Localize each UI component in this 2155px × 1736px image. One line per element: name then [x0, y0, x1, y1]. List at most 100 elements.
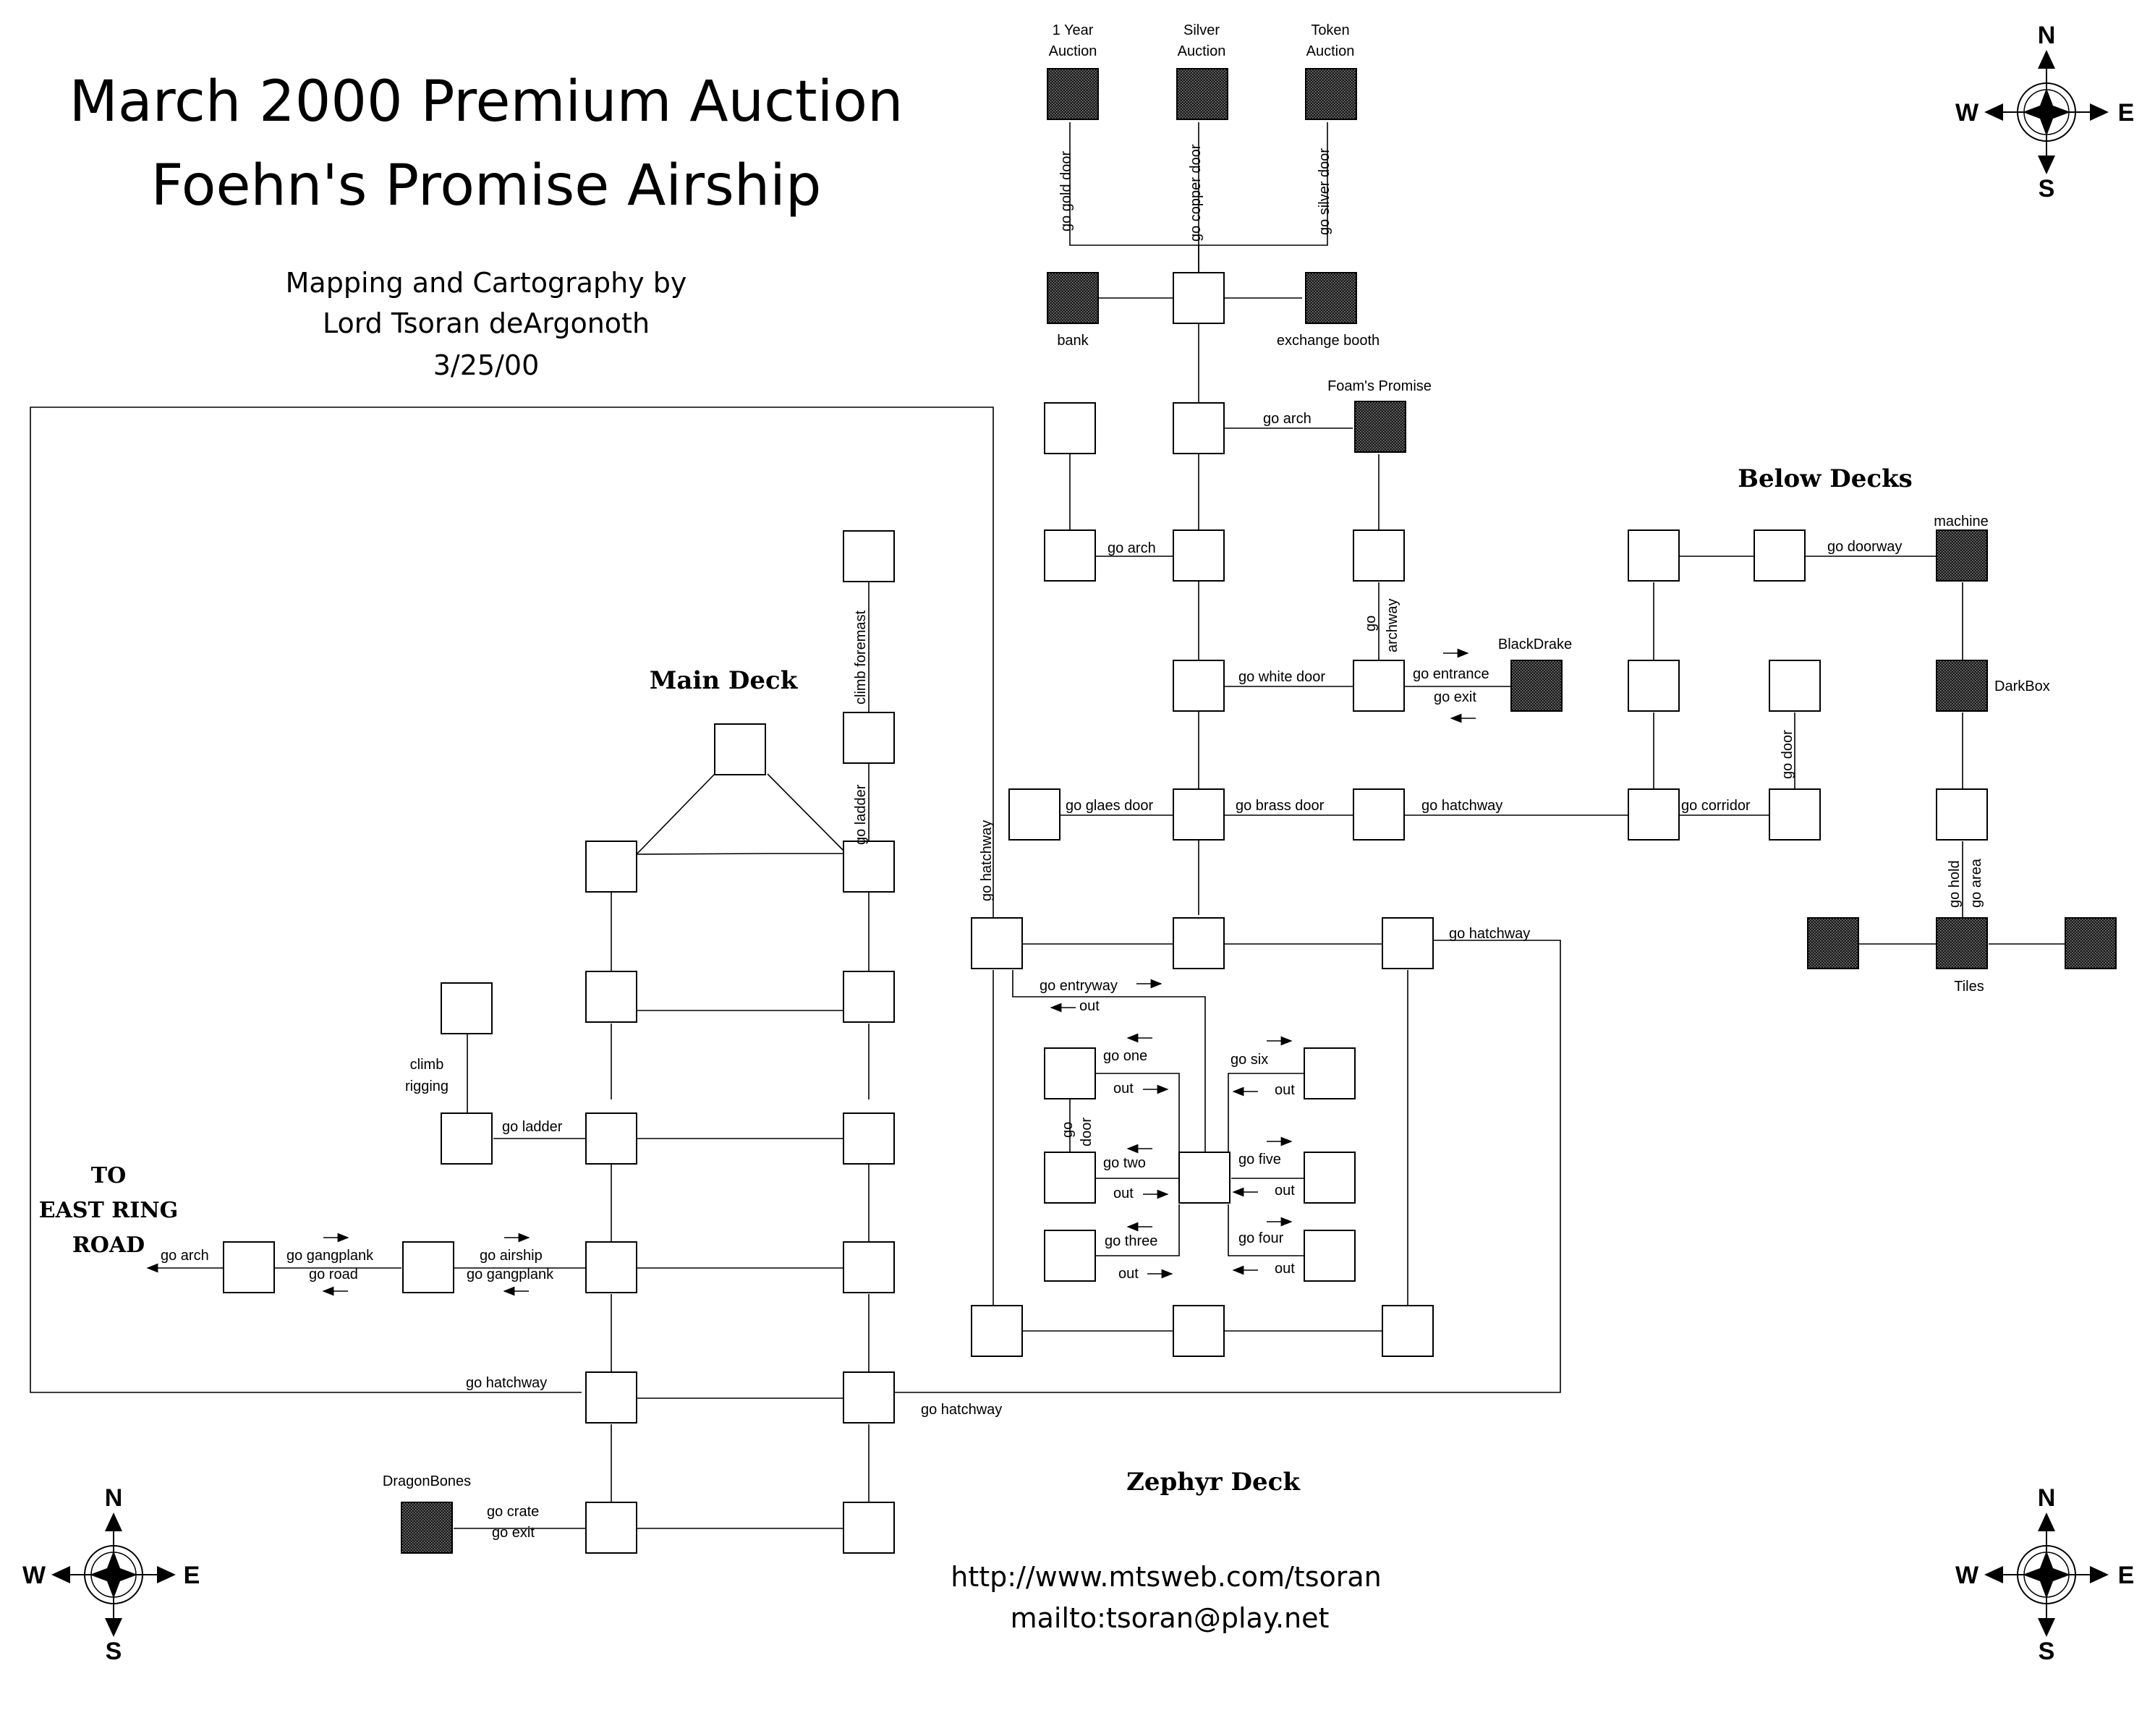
svg-text:go arch: go arch	[1108, 540, 1156, 556]
room-three[interactable]	[1044, 1230, 1096, 1282]
room-zephyr-center[interactable]	[1178, 1152, 1230, 1204]
svg-text:go arch: go arch	[161, 1248, 209, 1264]
room-zephyr-n[interactable]	[1173, 917, 1225, 969]
room-zephyr-se[interactable]	[1382, 1305, 1434, 1357]
room-glaes-door[interactable]	[1008, 788, 1061, 841]
room-silver-auction[interactable]	[1176, 68, 1228, 120]
room-tiles-east[interactable]	[2065, 917, 2117, 969]
room-main-a5[interactable]	[585, 1371, 637, 1424]
room-blackdrake[interactable]	[1510, 660, 1563, 712]
room-six[interactable]	[1304, 1047, 1356, 1099]
room-tiles[interactable]	[1936, 917, 1988, 969]
svg-text:go white door: go white door	[1238, 669, 1325, 685]
room-zephyr-s[interactable]	[1173, 1305, 1225, 1357]
exit-east-ring-road: TO EAST RING ROAD	[39, 1163, 179, 1258]
room-below-door[interactable]	[1769, 660, 1821, 712]
room-archway[interactable]	[1353, 529, 1405, 582]
room-token-auction[interactable]	[1305, 68, 1357, 120]
room-foremast[interactable]	[843, 712, 895, 764]
room-white-door[interactable]	[1173, 660, 1225, 712]
svg-text:go gold door: go gold door	[1058, 150, 1074, 231]
room-ladder[interactable]	[441, 1112, 493, 1165]
room-nw-corner[interactable]	[1044, 402, 1096, 454]
room-bow[interactable]	[714, 723, 766, 775]
room-brass-door[interactable]	[1353, 788, 1405, 841]
room-1-year-auction[interactable]	[1047, 68, 1099, 120]
svg-text:Foam's Promise: Foam's Promise	[1327, 378, 1432, 394]
room-main-a6[interactable]	[585, 1502, 637, 1554]
svg-text:climb foremast: climb foremast	[853, 610, 869, 705]
room-brass-hub[interactable]	[1173, 788, 1225, 841]
svg-text:out: out	[1113, 1186, 1134, 1201]
room-foremast-top[interactable]	[843, 530, 895, 582]
svg-text:TO: TO	[91, 1163, 126, 1188]
room-four[interactable]	[1304, 1230, 1356, 1282]
svg-text:door: door	[1079, 1118, 1094, 1146]
svg-text:bank: bank	[1057, 333, 1089, 349]
svg-text:N: N	[2038, 1484, 2056, 1512]
room-exchange-booth[interactable]	[1305, 272, 1357, 324]
room-below-mid[interactable]	[1628, 660, 1680, 712]
direction-arrows	[322, 648, 1476, 1296]
room-hold[interactable]	[1936, 788, 1988, 841]
deck-label-below: Below Decks	[1738, 464, 1913, 493]
room-hatchway-below[interactable]	[1628, 788, 1680, 841]
room-machine[interactable]	[1936, 529, 1988, 582]
room-bank[interactable]	[1047, 272, 1099, 324]
room-main-a4[interactable]	[585, 1241, 637, 1293]
room-dock[interactable]	[223, 1241, 275, 1293]
room-main-b3[interactable]	[843, 1112, 895, 1165]
room-two[interactable]	[1044, 1152, 1096, 1204]
svg-text:out: out	[1113, 1081, 1134, 1097]
svg-text:climb: climb	[410, 1057, 444, 1073]
room-rigging[interactable]	[441, 982, 493, 1034]
room-arch-foam[interactable]	[1173, 402, 1225, 454]
room-below-nw[interactable]	[1628, 529, 1680, 582]
svg-text:go hatchway: go hatchway	[1449, 926, 1530, 942]
svg-text:out: out	[1118, 1266, 1139, 1282]
svg-text:go brass door: go brass door	[1236, 798, 1325, 814]
room-zephyr-nw[interactable]	[971, 917, 1023, 969]
room-five[interactable]	[1304, 1152, 1356, 1204]
room-main-a3[interactable]	[585, 1112, 637, 1165]
room-tiles-west[interactable]	[1807, 917, 1859, 969]
svg-text:go hatchway: go hatchway	[979, 820, 995, 901]
room-main-b1[interactable]	[843, 841, 895, 893]
room-darkbox[interactable]	[1936, 660, 1988, 712]
room-hub-auction[interactable]	[1173, 272, 1225, 324]
map-title-line1: March 2000 Premium Auction	[69, 69, 904, 135]
svg-text:go glaes door: go glaes door	[1066, 798, 1154, 814]
room-gangplank[interactable]	[402, 1241, 454, 1293]
svg-text:DragonBones: DragonBones	[383, 1473, 471, 1489]
room-entrance[interactable]	[1353, 660, 1405, 712]
room-zephyr-sw[interactable]	[971, 1305, 1023, 1357]
room-doorway[interactable]	[1754, 529, 1806, 582]
deck-label-main: Main Deck	[650, 666, 799, 695]
room-main-b2[interactable]	[843, 971, 895, 1023]
room-arch-west[interactable]	[1044, 529, 1096, 582]
svg-text:Tiles: Tiles	[1954, 979, 1984, 995]
svg-text:go hatchway: go hatchway	[921, 1402, 1002, 1418]
room-corridor[interactable]	[1769, 788, 1821, 841]
svg-text:out: out	[1275, 1082, 1295, 1098]
svg-text:EAST RING: EAST RING	[39, 1198, 179, 1223]
room-one[interactable]	[1044, 1047, 1096, 1099]
svg-text:go six: go six	[1230, 1052, 1268, 1068]
room-zephyr-ne[interactable]	[1382, 917, 1434, 969]
room-arch-hub[interactable]	[1173, 529, 1225, 582]
svg-text:go ladder: go ladder	[853, 784, 869, 845]
email-link[interactable]: mailto:tsoran@play.net	[1011, 1602, 1330, 1634]
room-foams-promise[interactable]	[1354, 401, 1406, 453]
room-main-b5[interactable]	[843, 1371, 895, 1424]
compass-rose-bottom-right-icon: N S W E	[1955, 1484, 2134, 1665]
deck-label-zephyr: Zephyr Deck	[1126, 1468, 1301, 1497]
room-dragonbones[interactable]	[401, 1502, 453, 1554]
website-link[interactable]: http://www.mtsweb.com/tsoran	[951, 1561, 1382, 1593]
svg-text:W: W	[1955, 1562, 1979, 1589]
room-main-a2[interactable]	[585, 971, 637, 1023]
svg-text:go five: go five	[1238, 1152, 1281, 1167]
room-main-b4[interactable]	[843, 1241, 895, 1293]
room-main-a1[interactable]	[585, 841, 637, 893]
svg-text:go: go	[1060, 1122, 1076, 1138]
room-main-b6[interactable]	[843, 1502, 895, 1554]
